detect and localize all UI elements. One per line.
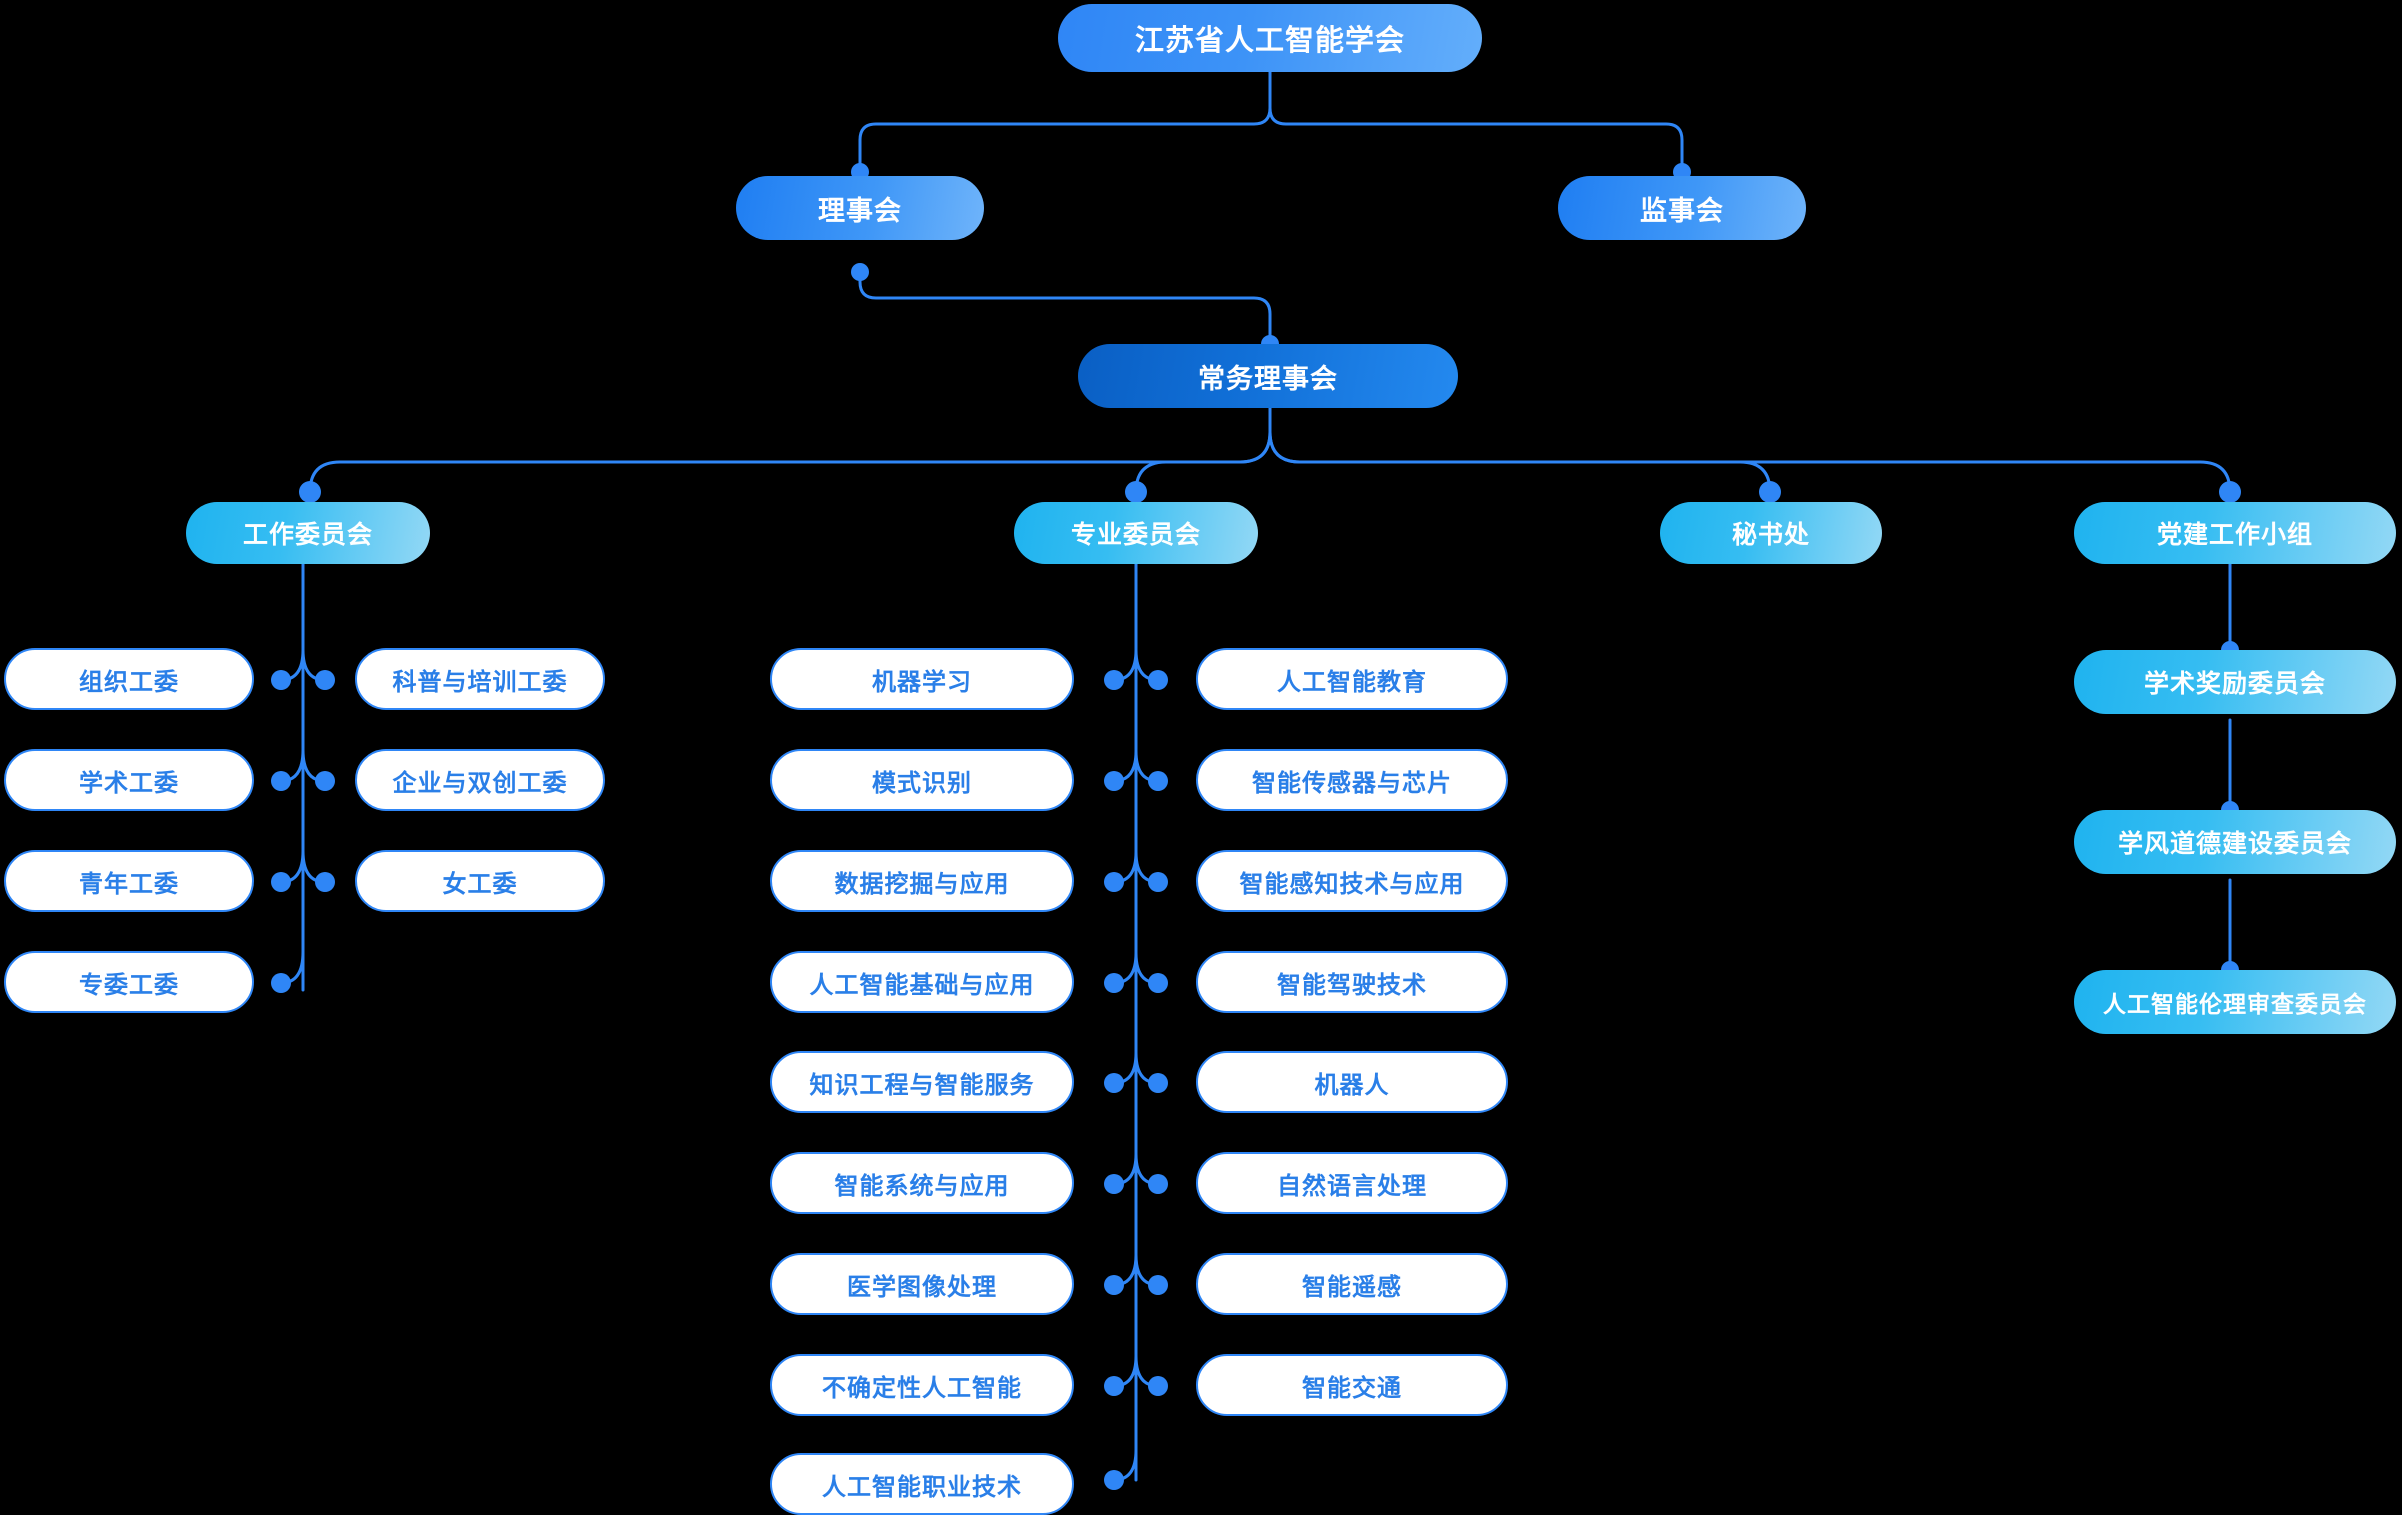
leaf-pro-right-8[interactable]: 智能交通	[1196, 1354, 1508, 1416]
leaf-pro-left-2[interactable]: 模式识别	[770, 749, 1074, 811]
leaf-work-right-1[interactable]: 科普与培训工委	[355, 648, 605, 710]
node-group-professional-committee[interactable]: 专业委员会	[1014, 502, 1258, 564]
node-standing-council[interactable]: 常务理事会	[1078, 344, 1458, 408]
leaf-pro-left-1[interactable]: 机器学习	[770, 648, 1074, 710]
node-board-of-supervisors[interactable]: 监事会	[1558, 176, 1806, 240]
leaf-pro-left-7[interactable]: 医学图像处理	[770, 1253, 1074, 1315]
leaf-pro-left-8[interactable]: 不确定性人工智能	[770, 1354, 1074, 1416]
leaf-party-3[interactable]: 人工智能伦理审查委员会	[2074, 970, 2396, 1034]
node-board-of-directors[interactable]: 理事会	[736, 176, 984, 240]
leaf-pro-left-4[interactable]: 人工智能基础与应用	[770, 951, 1074, 1013]
leaf-pro-left-5[interactable]: 知识工程与智能服务	[770, 1051, 1074, 1113]
leaf-pro-right-4[interactable]: 智能驾驶技术	[1196, 951, 1508, 1013]
leaf-work-left-4[interactable]: 专委工委	[4, 951, 254, 1013]
leaf-pro-right-5[interactable]: 机器人	[1196, 1051, 1508, 1113]
leaf-party-2[interactable]: 学风道德建设委员会	[2074, 810, 2396, 874]
leaf-pro-right-3[interactable]: 智能感知技术与应用	[1196, 850, 1508, 912]
leaf-pro-left-3[interactable]: 数据挖掘与应用	[770, 850, 1074, 912]
leaf-pro-left-9[interactable]: 人工智能职业技术	[770, 1453, 1074, 1515]
leaf-work-left-1[interactable]: 组织工委	[4, 648, 254, 710]
leaf-pro-right-2[interactable]: 智能传感器与芯片	[1196, 749, 1508, 811]
leaf-party-1[interactable]: 学术奖励委员会	[2074, 650, 2396, 714]
node-group-work-committee[interactable]: 工作委员会	[186, 502, 430, 564]
node-root[interactable]: 江苏省人工智能学会	[1058, 4, 1482, 72]
leaf-pro-right-7[interactable]: 智能遥感	[1196, 1253, 1508, 1315]
leaf-work-right-3[interactable]: 女工委	[355, 850, 605, 912]
leaf-pro-right-6[interactable]: 自然语言处理	[1196, 1152, 1508, 1214]
node-group-secretariat[interactable]: 秘书处	[1660, 502, 1882, 564]
leaf-work-right-2[interactable]: 企业与双创工委	[355, 749, 605, 811]
leaf-work-left-2[interactable]: 学术工委	[4, 749, 254, 811]
leaf-pro-left-6[interactable]: 智能系统与应用	[770, 1152, 1074, 1214]
leaf-work-left-3[interactable]: 青年工委	[4, 850, 254, 912]
leaf-pro-right-1[interactable]: 人工智能教育	[1196, 648, 1508, 710]
node-group-party-work[interactable]: 党建工作小组	[2074, 502, 2396, 564]
